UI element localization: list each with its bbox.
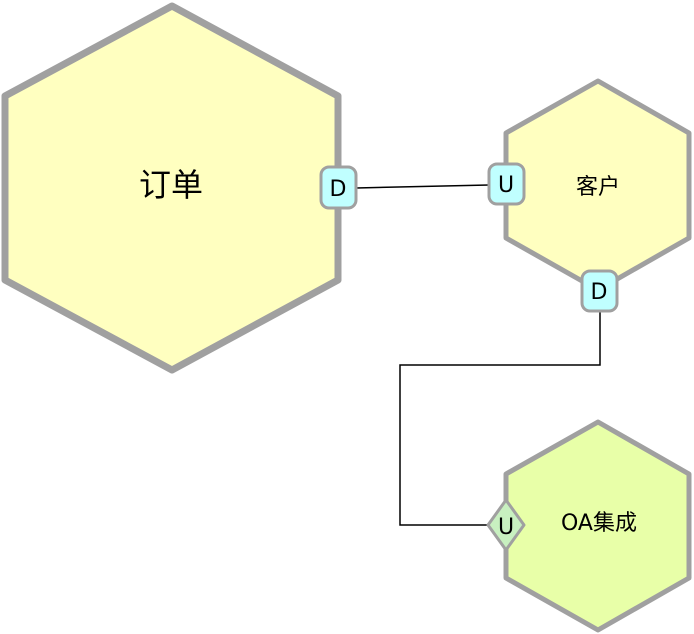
context-customer-label: 客户: [576, 175, 620, 200]
port-customer-downstream-box: [580, 269, 619, 313]
connector-order-customer[interactable]: [355, 184, 490, 189]
port-oa-upstream[interactable]: U: [486, 498, 526, 552]
port-customer-upstream-box: [487, 162, 526, 206]
port-order-downstream-label: D: [330, 177, 347, 202]
context-order-label: 订单: [139, 166, 203, 204]
context-customer[interactable]: 客户: [503, 78, 692, 293]
port-oa-upstream-diamond: [486, 498, 526, 552]
port-customer-upstream-label: U: [498, 173, 514, 198]
port-order-downstream[interactable]: D: [319, 165, 358, 210]
context-order[interactable]: 订单: [1, 2, 342, 374]
port-customer-downstream-label: D: [591, 280, 608, 305]
context-oa[interactable]: OA集成: [503, 419, 692, 633]
port-oa-upstream-label: U: [498, 515, 514, 540]
context-oa-label: OA集成: [561, 511, 637, 536]
context-oa-hexagon: [503, 419, 692, 633]
context-order-hexagon: [1, 2, 342, 374]
port-customer-upstream[interactable]: U: [487, 162, 526, 206]
port-customer-downstream[interactable]: D: [580, 269, 619, 313]
connector-customer-oa[interactable]: [399, 312, 601, 526]
port-order-downstream-box: [319, 165, 358, 210]
